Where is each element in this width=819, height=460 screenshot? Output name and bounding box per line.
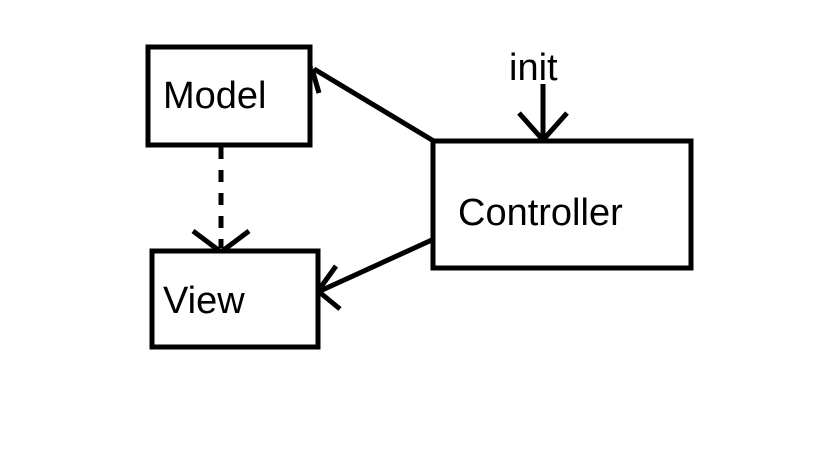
edge-model-to-view	[191, 147, 251, 254]
node-box-model[interactable]	[145, 44, 313, 148]
node-label-controller: Controller	[458, 192, 623, 234]
edge-init-to-controller: init	[509, 47, 569, 142]
node-box-controller[interactable]	[430, 138, 694, 271]
node-label-model: Model	[163, 75, 267, 117]
node-box-view[interactable]	[149, 248, 321, 350]
node-model[interactable]: Model	[145, 44, 313, 148]
arrowhead-icon-init-to-controller	[517, 111, 569, 142]
node-label-view: View	[163, 280, 245, 322]
edge-line-controller-to-view	[318, 236, 436, 294]
edge-controller-to-view	[315, 236, 436, 311]
edge-line-controller-to-model	[312, 66, 439, 146]
edge-label-init: init	[509, 47, 558, 89]
node-view[interactable]: View	[149, 248, 321, 350]
arrowhead-icon-controller-to-view	[315, 264, 342, 311]
node-controller[interactable]: Controller	[430, 138, 694, 271]
